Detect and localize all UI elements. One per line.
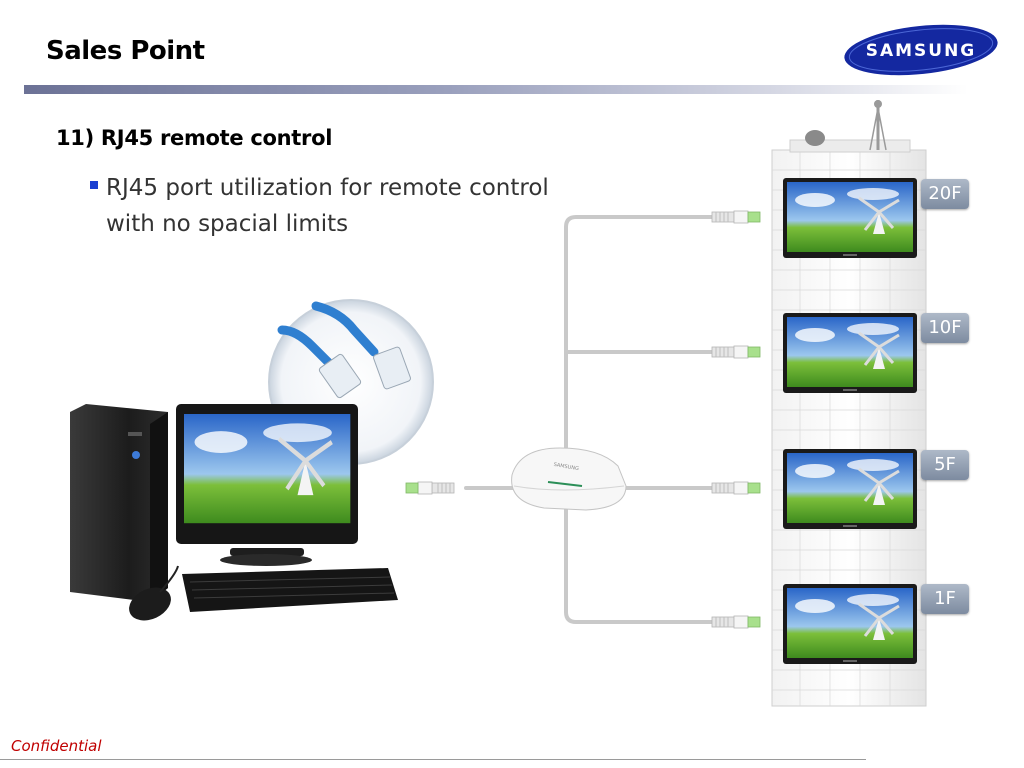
bullet-line-1: RJ45 port utilization for remote control	[106, 175, 549, 201]
floor-label-1f: 1F	[921, 584, 969, 614]
tv-10f	[783, 313, 917, 393]
rj45-plug-20f	[711, 210, 761, 224]
rj45-plug-5f	[711, 481, 761, 495]
svg-text:SAMSUNG: SAMSUNG	[553, 462, 579, 472]
bullet-text: RJ45 port utilization for remote control…	[106, 170, 606, 242]
network-cables	[464, 215, 714, 624]
confidential-label: Confidential	[11, 737, 102, 755]
bullet-marker	[90, 181, 98, 189]
samsung-logo: SAMSUNG	[844, 24, 998, 76]
floor-label-20f: 20F	[921, 179, 969, 209]
footer-rule	[0, 759, 866, 760]
desktop-computer	[70, 404, 398, 621]
svg-text:SAMSUNG: SAMSUNG	[866, 41, 977, 61]
section-subtitle: 11) RJ45 remote control	[56, 126, 333, 150]
bullet-line-2: with no spacial limits	[106, 211, 349, 237]
rj45-plug-1f	[711, 615, 761, 629]
tv-20f	[783, 178, 917, 258]
tv-5f	[783, 449, 917, 529]
floor-label-10f: 10F	[921, 313, 969, 343]
tv-1f	[783, 584, 917, 664]
floor-label-5f: 5F	[921, 450, 969, 480]
rj45-plug-10f	[711, 345, 761, 359]
cable-closeup	[268, 299, 434, 465]
slide-title: Sales Point	[46, 36, 205, 66]
title-rule	[24, 85, 968, 94]
rj45-plug-pc	[405, 481, 455, 495]
network-router: SAMSUNG	[511, 447, 627, 511]
